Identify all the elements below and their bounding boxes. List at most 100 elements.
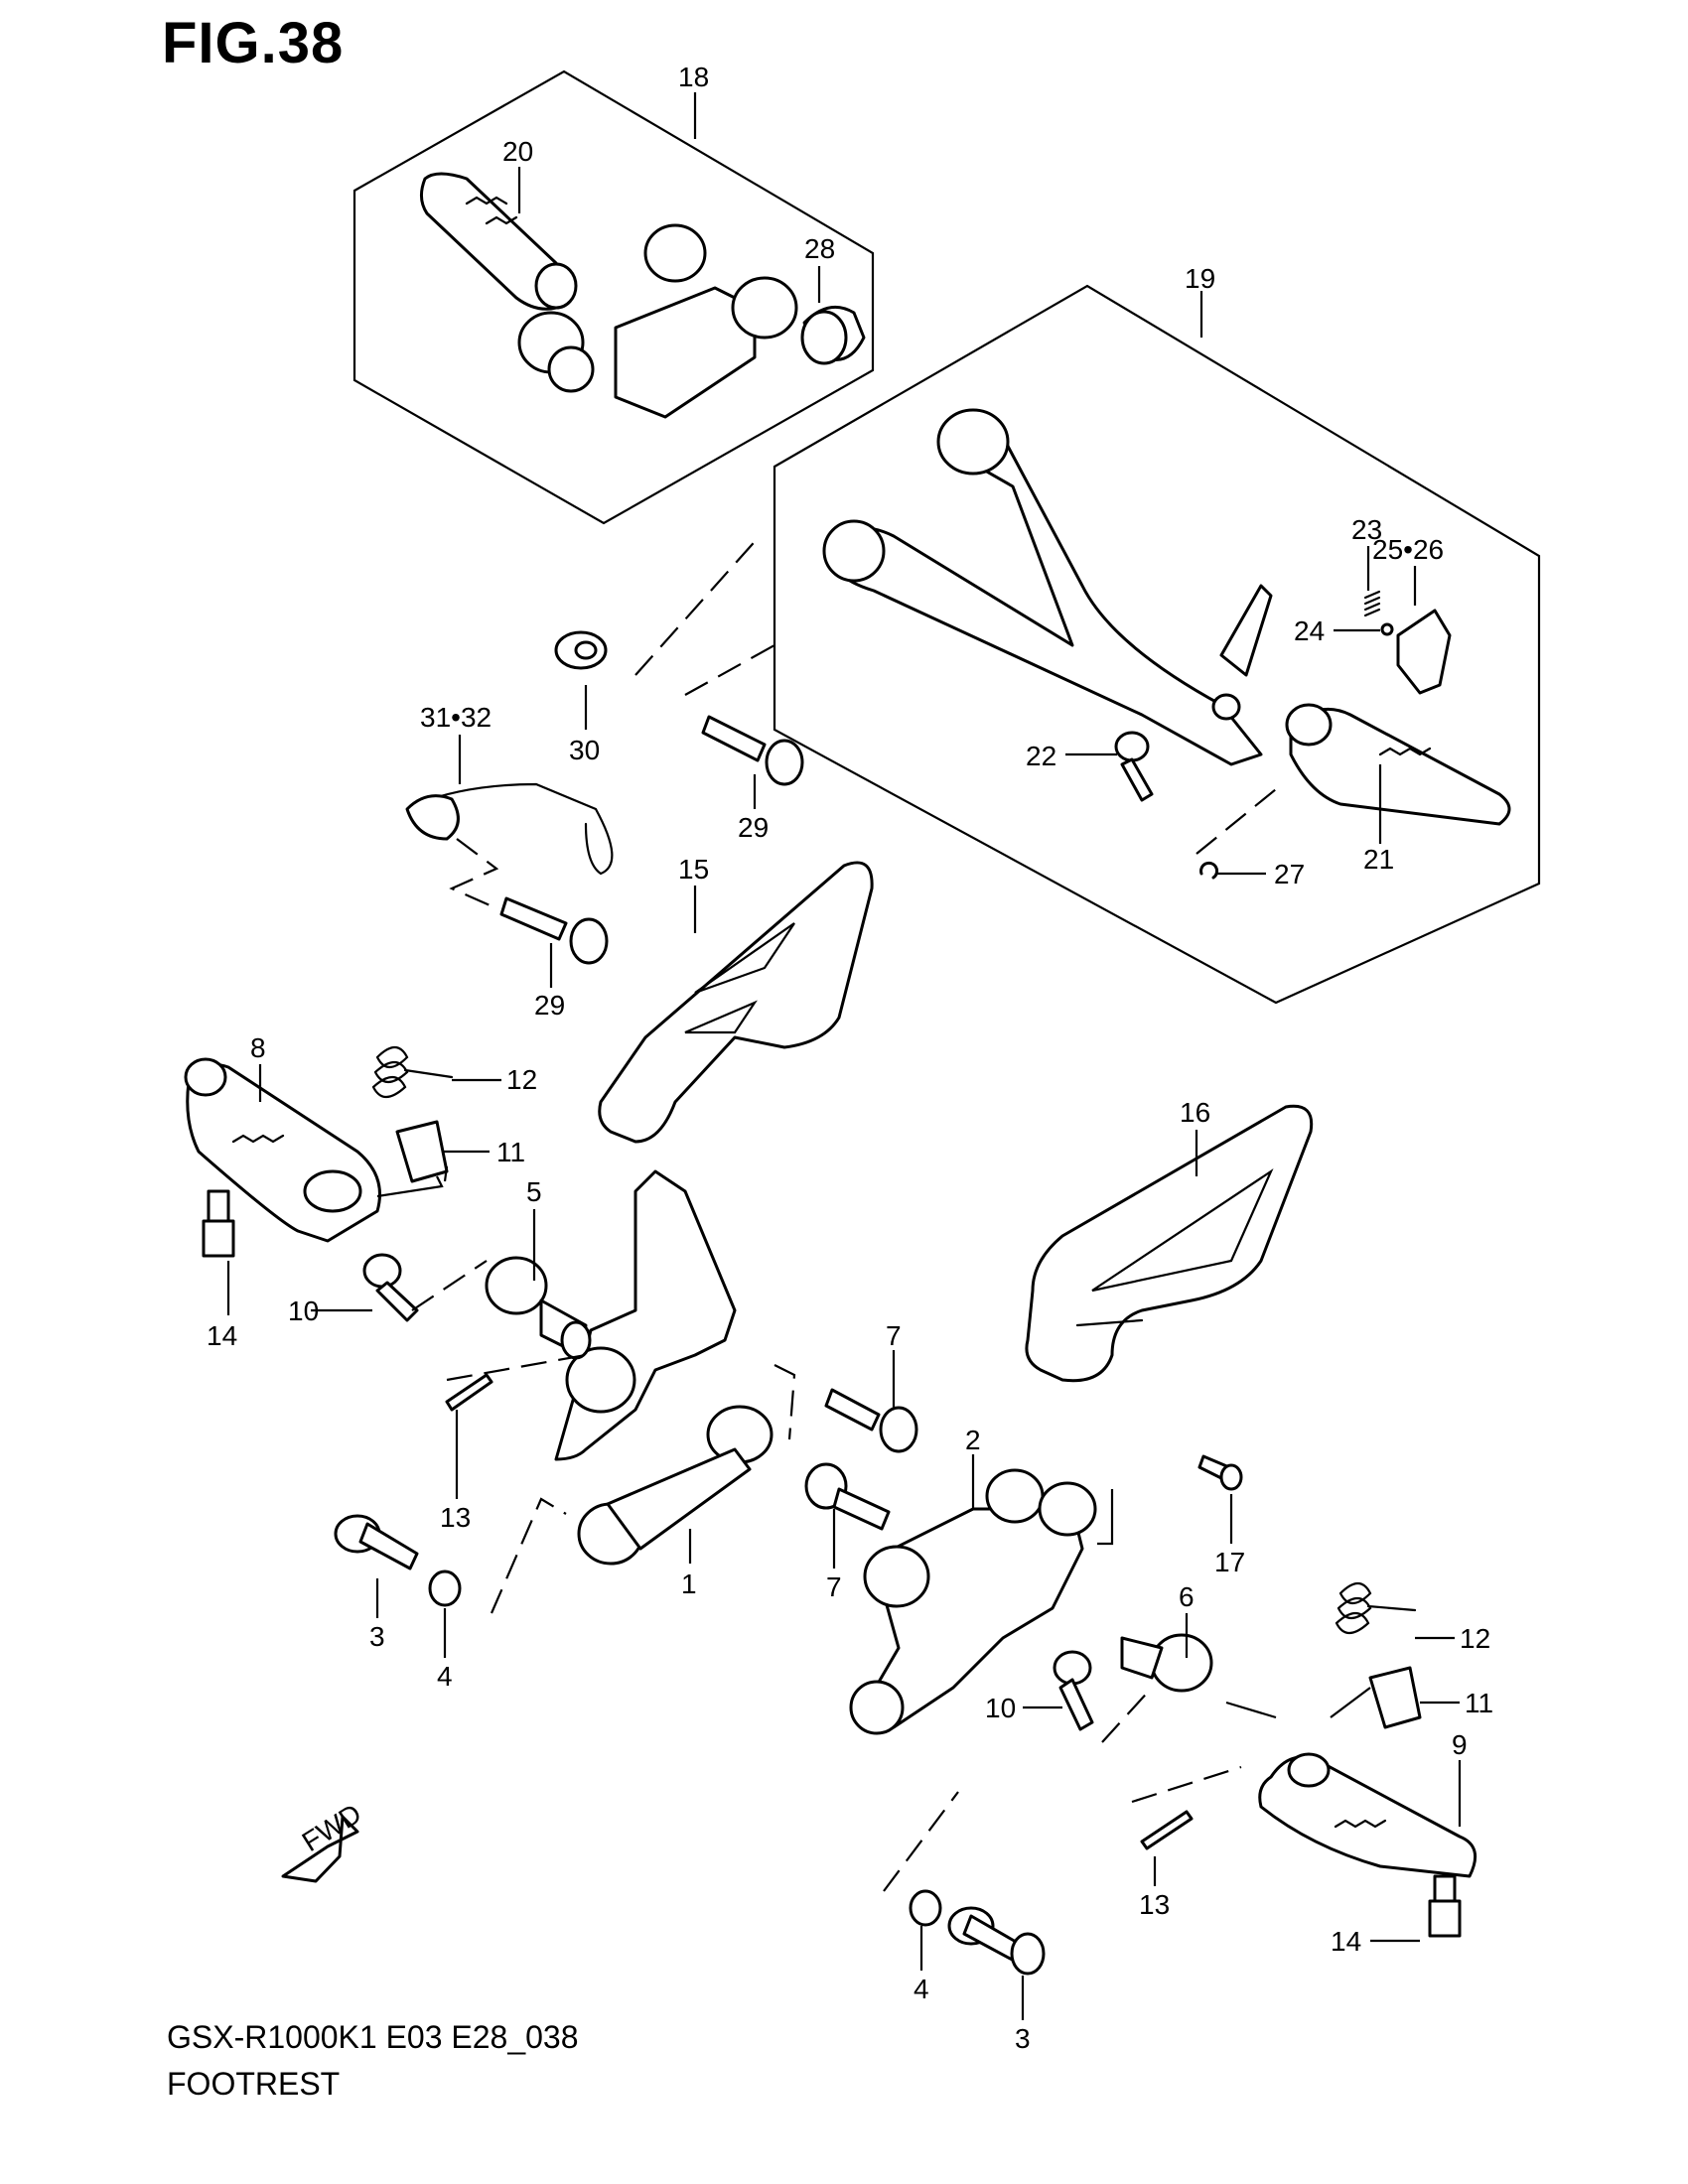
callout-14-left: 14 — [207, 1320, 237, 1351]
guide-2 — [1097, 1489, 1114, 1546]
dash-3-left — [490, 1497, 567, 1614]
spring-12-right — [1335, 1581, 1417, 1635]
spring-12-left — [371, 1045, 454, 1099]
bolt-3-right — [947, 1906, 1046, 1976]
guide-6 — [1225, 1701, 1277, 1719]
bolt-14-left — [202, 1189, 235, 1258]
callout-12-left: 12 — [506, 1064, 537, 1095]
dash-27 — [1196, 788, 1277, 855]
callout-1: 1 — [681, 1569, 697, 1599]
section-name: FOOTREST — [167, 2066, 341, 2102]
collar-11-left — [395, 1120, 449, 1183]
wire-guard-31-32 — [405, 782, 614, 876]
callout-27: 27 — [1274, 859, 1305, 889]
callout-labels: 18 19 20 28 23 25•26 24 22 27 21 31•32 3… — [207, 62, 1493, 2054]
bolt-7-upper — [824, 1388, 918, 1453]
callout-13-left: 13 — [440, 1502, 471, 1533]
bolt-14-right — [1428, 1874, 1462, 1938]
dash-13-left — [446, 1353, 587, 1382]
collar-11-right — [1368, 1666, 1422, 1729]
callout-25-26: 25•26 — [1372, 534, 1444, 565]
nut-30 — [554, 630, 608, 670]
callout-4-right: 4 — [914, 1974, 929, 2004]
callout-12-right: 12 — [1460, 1623, 1490, 1654]
callout-11-left: 11 — [496, 1137, 525, 1167]
callout-31-32: 31•32 — [420, 702, 492, 733]
callout-10-right: 10 — [985, 1693, 1016, 1723]
pin-10-right — [1053, 1650, 1094, 1731]
heel-guard-15 — [598, 861, 874, 1144]
callout-29-lower: 29 — [534, 990, 565, 1021]
footrest-18-assembly — [420, 172, 866, 419]
plate-25-26 — [1396, 609, 1452, 695]
footrest-21 — [1285, 703, 1511, 826]
callout-7-lower: 7 — [826, 1571, 842, 1602]
callout-4-left: 4 — [437, 1661, 453, 1692]
guide-line-8 — [376, 1175, 444, 1198]
guide-9 — [1330, 1687, 1371, 1718]
washer-4-left — [428, 1570, 462, 1607]
washer-4-right — [909, 1889, 942, 1927]
callout-2: 2 — [965, 1425, 981, 1455]
bolt-3-left — [334, 1514, 419, 1570]
dash-3-right — [883, 1791, 959, 1892]
bolt-7-lower — [804, 1462, 891, 1531]
dash-29 — [684, 644, 775, 696]
guide-11-left — [443, 1165, 449, 1182]
callout-21: 21 — [1363, 844, 1394, 875]
callout-24: 24 — [1294, 615, 1325, 646]
callout-15: 15 — [678, 854, 709, 885]
callout-7-upper: 7 — [886, 1320, 902, 1351]
pivot-6 — [1120, 1633, 1213, 1693]
callout-18: 18 — [678, 62, 709, 92]
dash-10-right — [1101, 1687, 1153, 1743]
callout-20: 20 — [502, 136, 533, 167]
callout-30: 30 — [569, 735, 600, 765]
figure-title: FIG.38 — [162, 11, 345, 75]
assembly-box-19 — [773, 284, 1541, 1005]
bolt-17 — [1197, 1454, 1243, 1491]
callout-9: 9 — [1452, 1729, 1468, 1760]
bracket-1 — [554, 1169, 737, 1461]
callout-3-right: 3 — [1015, 2023, 1031, 2054]
callout-22: 22 — [1026, 741, 1056, 771]
model-code: GSX-R1000K1 E03 E28_038 — [167, 2019, 579, 2055]
callout-5: 5 — [526, 1176, 542, 1207]
callout-8: 8 — [250, 1032, 266, 1063]
e-ring-27 — [1199, 861, 1218, 880]
callout-13-right: 13 — [1139, 1889, 1170, 1920]
callout-29-upper: 29 — [738, 812, 769, 843]
bolt-29-upper — [701, 715, 804, 786]
dash-10-left — [411, 1260, 488, 1311]
callout-14-right: 14 — [1331, 1926, 1361, 1957]
rear-bracket-19 — [822, 408, 1273, 766]
pin-22 — [1114, 731, 1154, 802]
dash-7-upper — [774, 1364, 796, 1440]
callout-11-right: 11 — [1465, 1688, 1493, 1718]
heel-guard-16 — [1025, 1104, 1314, 1383]
callout-16: 16 — [1180, 1097, 1210, 1128]
assembly-box-18 — [352, 69, 875, 525]
bolt-29-lower — [499, 896, 609, 965]
callout-19: 19 — [1185, 263, 1215, 294]
pivot-5 — [485, 1256, 592, 1360]
cotter-pin-13-left — [445, 1373, 493, 1412]
dash-30 — [634, 535, 761, 676]
callout-3-left: 3 — [369, 1621, 385, 1652]
footrest-9 — [1258, 1752, 1477, 1878]
callout-10-left: 10 — [288, 1296, 319, 1326]
spring-23 — [1363, 590, 1381, 617]
callout-23: 23 — [1351, 514, 1382, 545]
footrest-8 — [184, 1057, 381, 1243]
dash-31 — [449, 838, 499, 910]
leader-lines — [226, 92, 1462, 2020]
cotter-pin-13-right — [1140, 1810, 1194, 1850]
forward-arrow-icon: FWD — [281, 1798, 366, 1883]
callout-6: 6 — [1179, 1581, 1195, 1612]
callout-28: 28 — [804, 233, 835, 264]
callout-17: 17 — [1214, 1547, 1245, 1577]
dash-13-right — [1131, 1765, 1242, 1804]
pin-10-left — [362, 1253, 419, 1322]
ball-24 — [1380, 622, 1394, 636]
